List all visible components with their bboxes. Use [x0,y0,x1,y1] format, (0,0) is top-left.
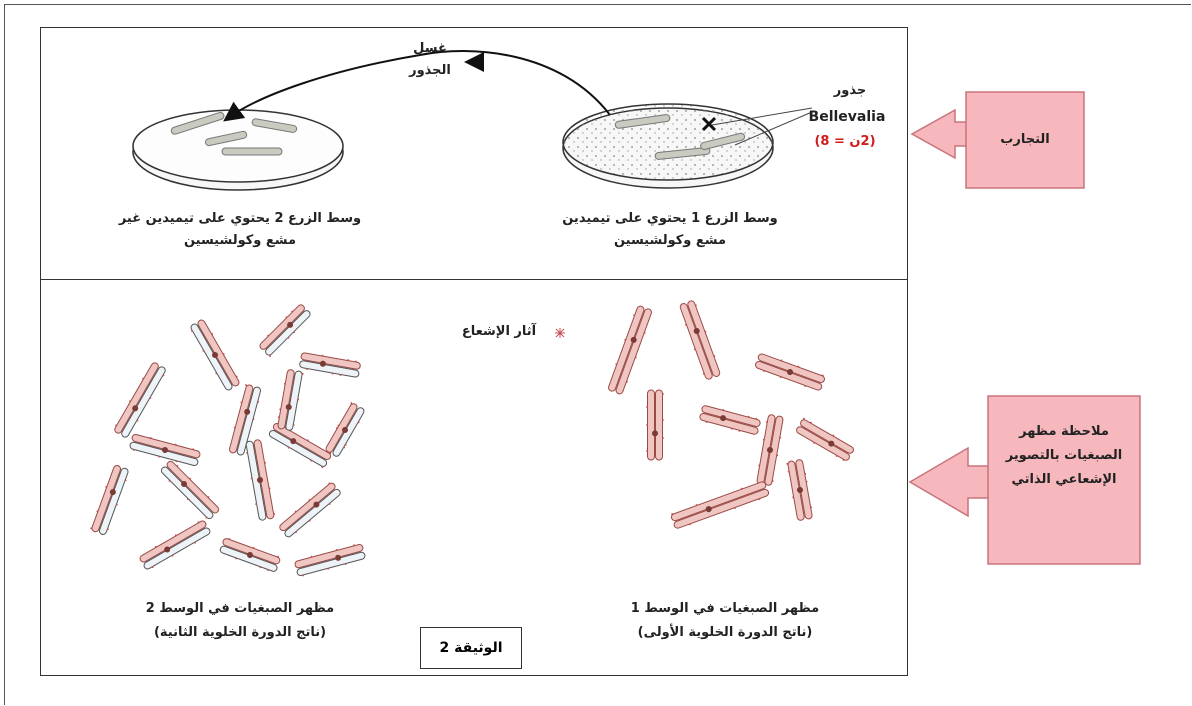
petri-dish-medium-2 [133,110,343,190]
chromosome [267,421,332,469]
result-2-subtitle: (ناتج الدورة الخلوية الثانية) [105,622,375,644]
radiation-trace-icon [555,328,565,338]
chromosomes-medium-1 [606,299,855,530]
wash-roots-label: غسل الجذور [395,38,465,82]
chromosome-number: (2ن = 8) [800,131,890,153]
chromosome [129,432,201,467]
chromosome [299,351,361,379]
chromosome [699,404,762,437]
chromosome [646,390,664,460]
chromosome [754,352,826,393]
chromosome [219,536,281,573]
radiation-legend: آثار الإشعاع [445,321,553,343]
chromosome [276,369,304,431]
root [222,148,282,155]
chromosome [90,464,131,536]
result-1-title: مظهر الصبغيات في الوسط 1 [600,598,850,620]
chromosome [786,459,814,521]
chromosome [159,459,221,521]
result-1-subtitle: (ناتج الدورة الخلوية الأولى) [600,622,850,644]
medium-1-caption: وسط الزرع 1 يحتوي على تيميدين مشع وكولشي… [555,208,785,252]
chromosome [138,519,212,572]
chromosome [257,302,312,357]
chromosome [277,481,342,540]
experiments-callout-text: التجارب [966,128,1084,152]
result-2-title: مظهر الصبغيات في الوسط 2 [105,598,375,620]
chromosome [189,318,242,392]
chromosome [670,480,770,531]
species-label: Bellevalia [792,106,902,128]
chromosome [112,361,167,439]
chromosome [795,417,856,462]
observation-callout-text: ملاحظة مظهر الصبغيات بالتصوير الإشعاعي ا… [996,420,1132,492]
roots-label: جذور [810,80,890,102]
chromosomes-medium-2 [90,302,367,577]
chromosome [244,439,275,521]
petri-dish-medium-1 [563,104,773,188]
document-label: الوثيقة 2 [420,627,522,669]
chromosome [678,299,722,380]
medium-2-caption: وسط الزرع 2 يحتوي على تيميدين غير مشع وك… [115,208,365,252]
chromosome [294,542,366,577]
chromosome [606,305,654,396]
chromosome [324,402,367,459]
